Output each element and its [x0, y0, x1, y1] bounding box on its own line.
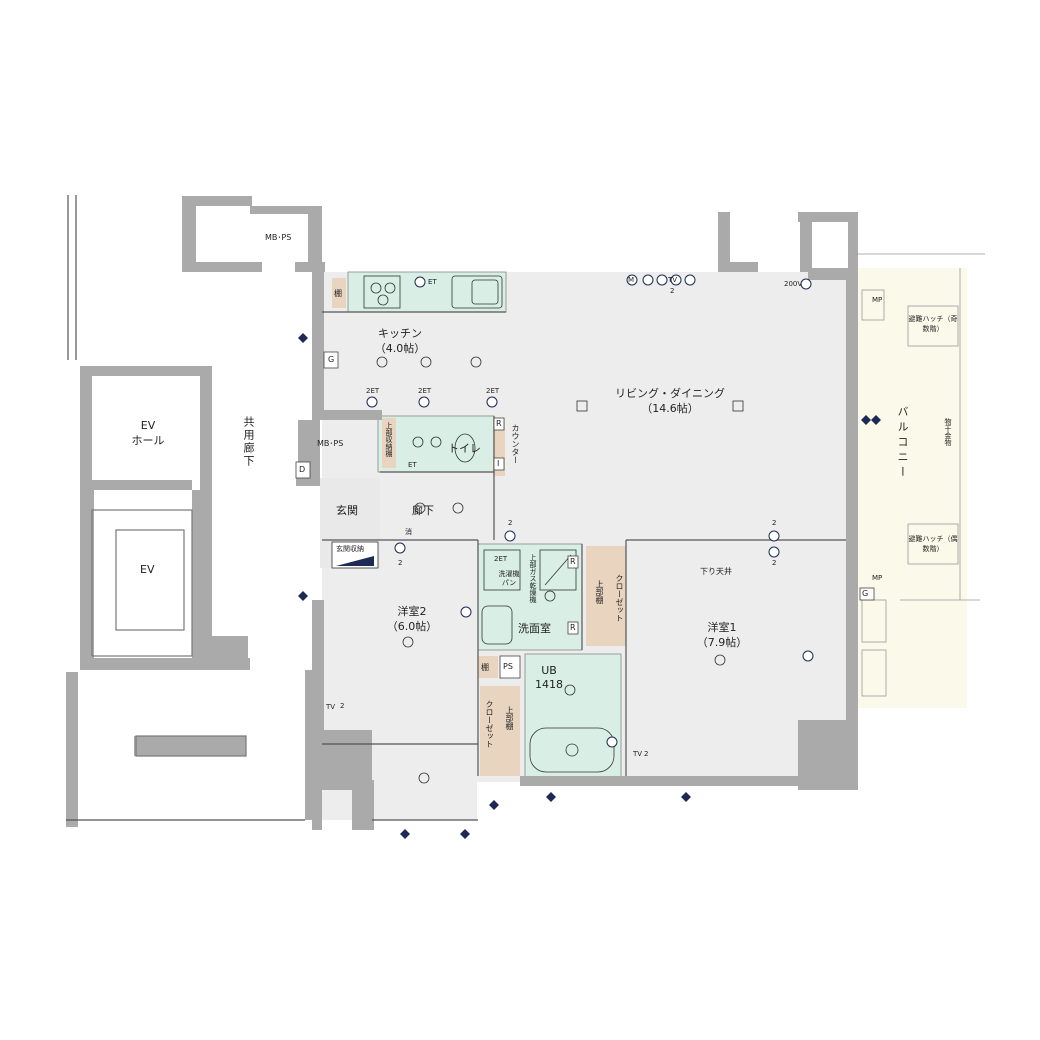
closet1-block: [586, 546, 626, 646]
toilet-fixture: [454, 433, 476, 463]
shelf-bath-block: [478, 656, 498, 678]
shelf-kitchen-block: [332, 278, 346, 308]
sink: [451, 275, 503, 309]
partitions: [66, 195, 846, 821]
washroom-floor: [477, 543, 583, 651]
outlets: [366, 274, 814, 748]
corridor-floor: [210, 370, 305, 670]
closet2-block: [480, 686, 520, 776]
bath-floor: [524, 653, 622, 779]
kitchen-counter: [347, 271, 507, 313]
bath-drain: [565, 743, 579, 757]
bathtub: [529, 727, 615, 773]
lights: [376, 356, 744, 784]
stove: [363, 275, 401, 309]
balcony-floor[interactable]: [855, 268, 967, 708]
diamonds: [298, 333, 881, 839]
washer-pan: [483, 549, 521, 591]
basin: [481, 605, 513, 645]
letter-boxes: [295, 351, 875, 679]
dryer-box: [539, 549, 577, 591]
upper-storage-block: [382, 418, 396, 468]
